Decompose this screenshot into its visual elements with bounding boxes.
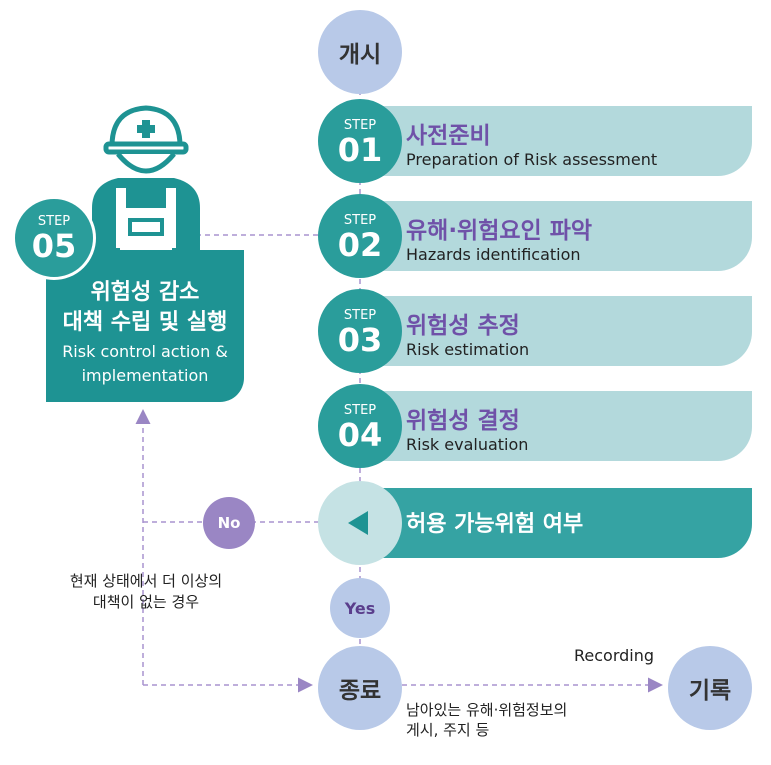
step01-bar <box>360 106 752 176</box>
step04-title: 위험성 결정 <box>406 408 520 434</box>
step02-subtitle: Hazards identification <box>406 245 581 264</box>
worker-illustration <box>92 105 200 256</box>
no-measure-note: 현재 상태에서 더 이상의 대책이 없는 경우 <box>40 570 252 612</box>
no-measure-note-line2: 대책이 없는 경우 <box>92 593 200 611</box>
yes-node: Yes <box>330 578 390 638</box>
step03-word: STEP <box>343 307 377 323</box>
step03-subtitle: Risk estimation <box>406 340 530 359</box>
decision-label: 허용 가능위험 여부 <box>406 512 584 537</box>
step05-box: 위험성 감소 대책 수립 및 실행 Risk control action & … <box>46 250 244 402</box>
triangle-left-icon <box>348 511 368 535</box>
step02-bar <box>360 201 752 271</box>
step05-subtitle-line1: Risk control action & <box>62 342 228 361</box>
end-note-line2: 게시, 주지 등 <box>406 721 490 739</box>
step02-word: STEP <box>343 212 377 228</box>
step03-number: 03 <box>337 320 383 359</box>
step01-number: 01 <box>337 130 383 169</box>
step04-bar <box>360 391 752 461</box>
step05-subtitle-line2: implementation <box>81 366 209 385</box>
step04-number: 04 <box>337 415 383 454</box>
decision-badge <box>318 481 402 565</box>
step01-word: STEP <box>343 117 377 133</box>
record-node: 기록 <box>668 646 752 730</box>
no-measure-note-line1: 현재 상태에서 더 이상의 <box>69 572 223 590</box>
step03-title: 위험성 추정 <box>406 313 520 339</box>
end-note-line1: 남아있는 유해·위험정보의 <box>406 701 568 719</box>
step04-word: STEP <box>343 402 377 418</box>
step01-badge: STEP 01 <box>318 99 402 183</box>
step03-bar <box>360 296 752 366</box>
end-node: 종료 <box>318 646 402 730</box>
no-node: No <box>203 497 255 549</box>
step04-badge: STEP 04 <box>318 384 402 468</box>
step05-number: 05 <box>31 226 77 265</box>
decision-bar <box>360 488 752 558</box>
step03-badge: STEP 03 <box>318 289 402 373</box>
step04-subtitle: Risk evaluation <box>406 435 529 454</box>
recording-label: Recording <box>574 646 655 665</box>
step02-title: 유해·위험요인 파악 <box>406 218 593 244</box>
step05-word: STEP <box>37 213 71 229</box>
step05-title-line2: 대책 수립 및 실행 <box>62 310 228 335</box>
step01-subtitle: Preparation of Risk assessment <box>406 150 658 169</box>
step01-title: 사전준비 <box>406 123 491 149</box>
start-node: 개시 <box>318 10 402 94</box>
step05-title-line1: 위험성 감소 <box>90 280 200 305</box>
step05-badge: STEP 05 <box>12 196 96 280</box>
step02-badge: STEP 02 <box>318 194 402 278</box>
end-note: 남아있는 유해·위험정보의 게시, 주지 등 <box>406 700 567 740</box>
step02-number: 02 <box>337 225 383 264</box>
